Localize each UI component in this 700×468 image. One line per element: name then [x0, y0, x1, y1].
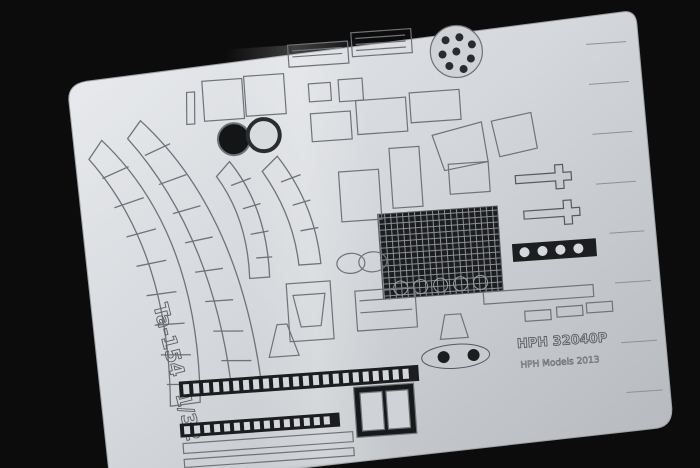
perforated-disc	[429, 24, 483, 79]
cross-parts	[514, 163, 581, 225]
sprue-tabs	[586, 41, 663, 393]
curved-flap-strip-left	[88, 139, 201, 408]
top-panels	[201, 27, 413, 122]
gauge-rings	[216, 117, 282, 157]
hex-dots-strip	[511, 238, 597, 263]
chain-strip	[178, 364, 420, 438]
mid-parts-cluster	[309, 88, 538, 223]
lower-left-panels	[185, 91, 419, 358]
etch-fret-sheet: Ta-154 1/32	[68, 11, 673, 468]
instrument-panel-grid	[377, 205, 504, 300]
lens-parts	[421, 313, 491, 369]
product-code-etch: HPH 32040P	[516, 331, 607, 352]
curved-flap-strip-right	[215, 155, 322, 280]
long-strips	[182, 283, 614, 468]
